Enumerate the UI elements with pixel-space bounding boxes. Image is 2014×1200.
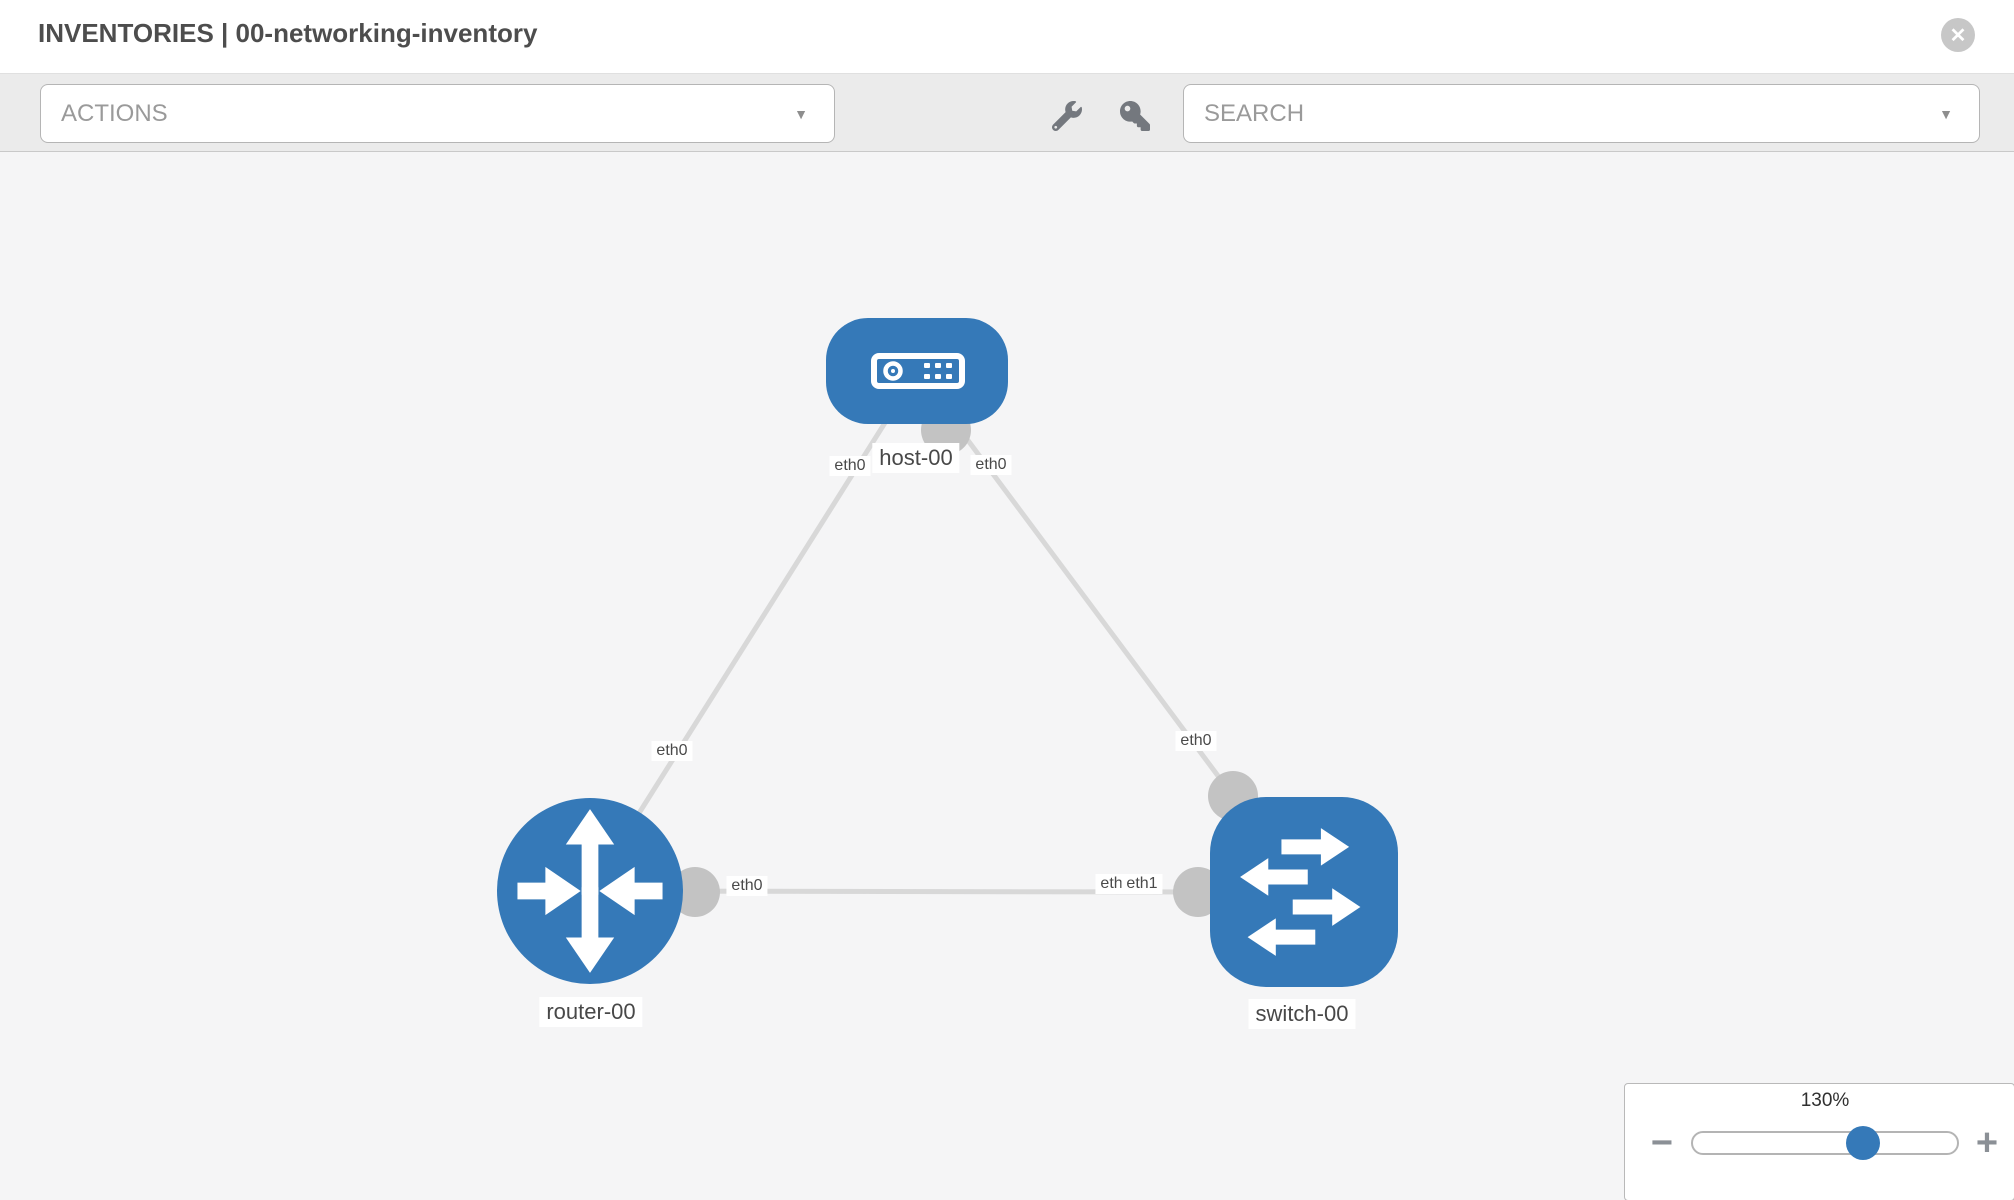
node-label-router-00: router-00 <box>539 997 643 1027</box>
page-header: INVENTORIES | 00-networking-inventory ✕ <box>0 0 2014 73</box>
search-dropdown-label: SEARCH <box>1204 99 1305 127</box>
node-label-host-00: host-00 <box>872 443 960 473</box>
iface-label-host-to-switch: eth0 <box>970 455 1012 475</box>
node-label-switch-00: switch-00 <box>1248 999 1356 1029</box>
close-icon: ✕ <box>1949 24 1967 47</box>
switch-icon <box>1240 828 1361 956</box>
configure-button[interactable] <box>1045 94 1089 138</box>
zoom-slider-handle[interactable] <box>1846 1126 1880 1160</box>
iface-label-router-to-switch: eth0 <box>726 876 768 896</box>
page-title: INVENTORIES | 00-networking-inventory <box>38 18 538 48</box>
zoom-slider[interactable] <box>1691 1131 1959 1155</box>
search-dropdown[interactable]: SEARCH ▼ <box>1183 84 1980 143</box>
close-button[interactable]: ✕ <box>1941 18 1975 52</box>
node-router-00[interactable] <box>497 798 683 984</box>
iface-label-switch-to-router: eth1 <box>1121 874 1163 894</box>
zoom-level-label: 130% <box>1800 1090 1850 1111</box>
caret-down-icon: ▼ <box>1939 105 1953 122</box>
caret-down-icon: ▼ <box>794 105 808 122</box>
iface-label-router-to-host: eth0 <box>651 741 693 761</box>
iface-label-host-to-router: eth0 <box>829 456 871 476</box>
node-host-00[interactable] <box>826 318 1008 424</box>
wrench-icon <box>1052 101 1082 131</box>
actions-dropdown-label: ACTIONS <box>61 99 168 127</box>
zoom-out-button[interactable]: − <box>1640 1121 1684 1165</box>
actions-dropdown[interactable]: ACTIONS ▼ <box>40 84 835 143</box>
toolbar: ACTIONS ▼ SEARCH ▼ <box>0 73 2014 152</box>
zoom-panel: 130% − + <box>1624 1083 2014 1200</box>
topology-canvas[interactable]: host-00 router-00 switch-00 eth0 eth0 et… <box>0 152 2014 1200</box>
key-icon <box>1120 101 1150 131</box>
host-icon <box>871 353 965 389</box>
minus-icon: − <box>1650 1121 1674 1164</box>
credentials-button[interactable] <box>1113 94 1157 138</box>
node-switch-00[interactable] <box>1210 797 1398 987</box>
zoom-in-button[interactable]: + <box>1965 1121 2009 1165</box>
link-lines <box>587 370 1236 895</box>
iface-label-switch-to-host: eth0 <box>1175 731 1217 751</box>
link-host-switch <box>914 370 1236 798</box>
router-icon <box>517 809 663 973</box>
plus-icon: + <box>1975 1121 1999 1164</box>
